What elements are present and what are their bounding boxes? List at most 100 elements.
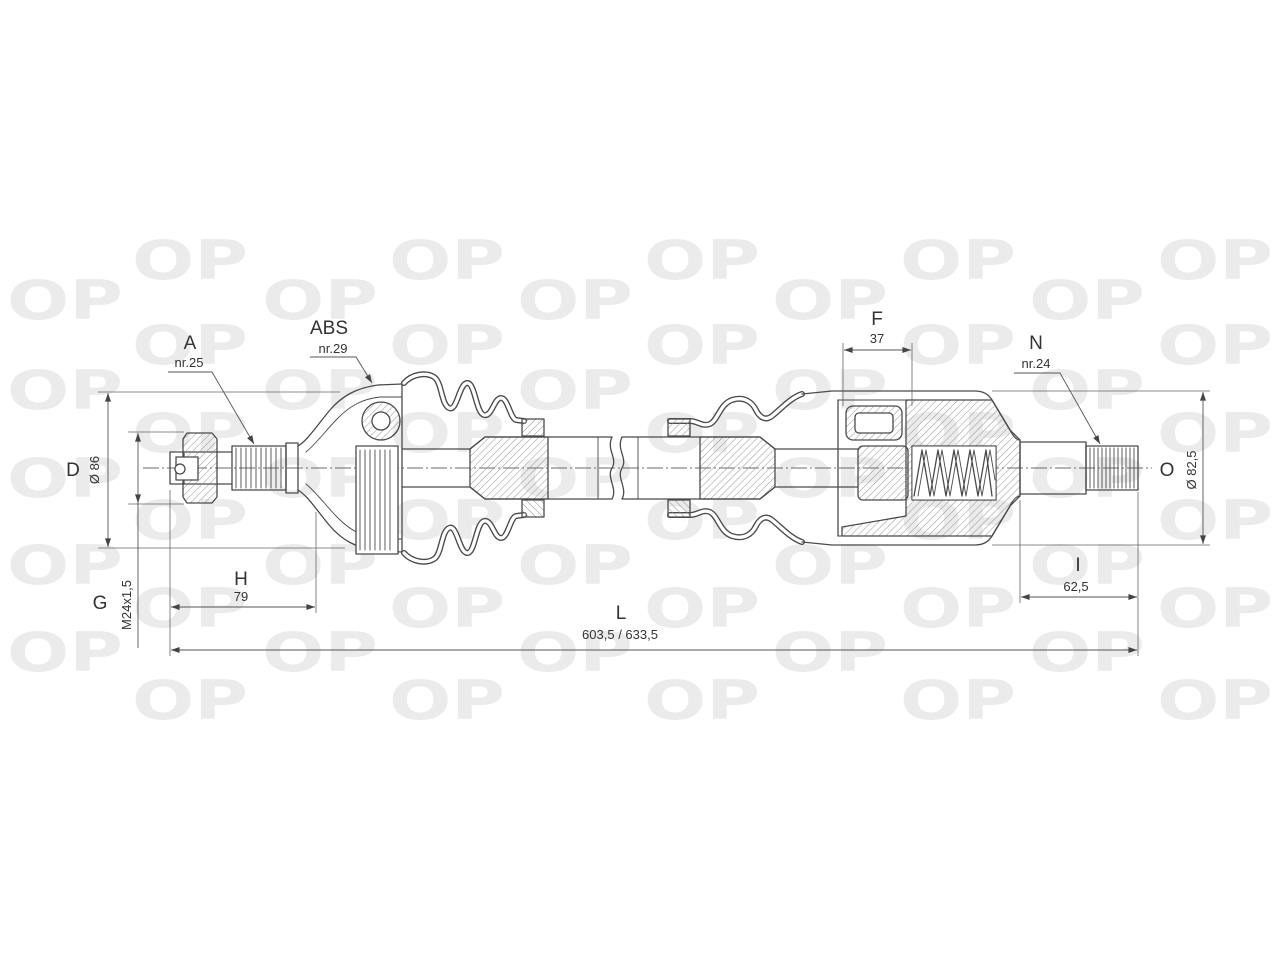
left-boot-clamp: [521, 418, 545, 437]
housing-outer-top: [297, 383, 403, 447]
watermark-op: OP: [517, 359, 633, 422]
dim-g-value: M24x1,5: [119, 580, 134, 630]
watermark-op: OP: [772, 534, 888, 597]
left-boot-profile-inner: [402, 372, 526, 423]
spring: [913, 449, 993, 497]
outer-spline-teeth: [235, 447, 282, 489]
watermark-op: OP: [389, 314, 505, 377]
callout-a-letter: A: [184, 333, 197, 354]
watermark-op: OP: [7, 359, 123, 422]
break-line-right: [619, 436, 625, 500]
watermark-op: OP: [1029, 534, 1145, 597]
watermark-op: OP: [900, 669, 1016, 732]
watermark-op: OP: [900, 229, 1016, 292]
watermark-op: OP: [132, 577, 248, 640]
right-shaft: [619, 436, 859, 500]
dim-f-value: 37: [870, 331, 884, 346]
watermark-op: OP: [1029, 621, 1145, 684]
dim-i-letter: I: [1075, 555, 1080, 576]
watermark-op: OP: [1029, 447, 1145, 510]
housing-inner-top: [305, 396, 403, 453]
callouts: A nr.25 ABS nr.29 N nr.24: [168, 318, 1101, 445]
left-shaft: [401, 436, 615, 500]
watermark-op: OP: [262, 621, 378, 684]
dim-f-letter: F: [871, 309, 883, 330]
callout-n-letter: N: [1029, 333, 1043, 354]
inner-stub: [1019, 441, 1139, 495]
watermark-op: OP: [517, 269, 633, 332]
watermark-op: OP: [517, 534, 633, 597]
left-boot-top: [401, 371, 545, 437]
watermark-op: OP: [7, 621, 123, 684]
tripod-spider: [857, 445, 909, 501]
watermark-op: OP: [1157, 577, 1273, 640]
callout-n-leader: [1014, 372, 1101, 445]
right-boot-top: [667, 391, 805, 437]
watermark-op: OP: [1157, 402, 1273, 465]
watermark-op: OP: [389, 229, 505, 292]
watermark-op: OP: [1157, 669, 1273, 732]
dim-d-value: Ø 86: [87, 456, 102, 484]
dimensions: D Ø 86 G M24x1,5 H 79 L 603,5 / 633,5 I …: [66, 309, 1210, 656]
watermark-op: OP: [772, 269, 888, 332]
dim-h-value: 79: [234, 589, 248, 604]
dim-f-extension-lines: [842, 343, 913, 406]
outer-collar: [285, 442, 299, 494]
watermark-op: OP: [262, 269, 378, 332]
callout-a-note: nr.25: [175, 355, 204, 370]
callout-abs-note: nr.29: [319, 341, 348, 356]
dim-o-extension-lines: [992, 390, 1210, 546]
watermark-op: OP: [644, 577, 760, 640]
dim-h-letter: H: [234, 569, 248, 590]
abs-tone-ring-teeth: [359, 449, 391, 551]
watermark-op: OP: [1157, 229, 1273, 292]
left-shaft-section: [469, 436, 549, 500]
dim-l-value: 603,5 / 633,5: [582, 627, 658, 642]
watermark-op: OP: [772, 621, 888, 684]
watermark-op: OP: [1029, 269, 1145, 332]
dim-d-extension-lines: [98, 391, 345, 549]
inner-spline-teeth: [1089, 447, 1135, 489]
watermark-op: OP: [1029, 359, 1145, 422]
outer-cv-housing-top: [297, 383, 403, 453]
watermark-op: OP: [644, 314, 760, 377]
spring-coil-back: [917, 449, 996, 497]
abs-tone-ring: [355, 445, 399, 555]
watermark-op: OP: [132, 669, 248, 732]
watermark-op: OP: [7, 534, 123, 597]
dim-l-letter: L: [616, 603, 627, 624]
cotter-pin: [174, 463, 186, 475]
watermark-op: OP: [1157, 489, 1273, 552]
outer-stub: [169, 432, 299, 504]
right-shaft-section: [699, 436, 776, 500]
inner-spline: [1085, 445, 1139, 491]
watermark-op: OP: [900, 314, 1016, 377]
watermark-op: OP: [900, 577, 1016, 640]
drive-shaft: [143, 371, 1152, 561]
left-shaft-outline: [401, 436, 613, 500]
watermark-op: OP: [132, 314, 248, 377]
callout-abs-leader: [310, 356, 373, 384]
watermark-op: OP: [389, 669, 505, 732]
dim-o-letter: O: [1160, 460, 1175, 481]
dim-i-value: 62,5: [1063, 579, 1088, 594]
dim-o-value: Ø 82,5: [1184, 450, 1199, 489]
dim-d-letter: D: [66, 460, 80, 481]
tripod-roller-bore: [854, 412, 894, 434]
callout-a-leader: [168, 371, 255, 445]
callout-abs-letter: ABS: [310, 318, 348, 339]
right-boot-clamp: [667, 418, 691, 437]
right-boot-profile-inner: [668, 392, 804, 427]
callout-n-note: nr.24: [1022, 356, 1051, 371]
watermark-op: OP: [132, 229, 248, 292]
watermark-op: OP: [7, 447, 123, 510]
cv-ball-core: [371, 411, 391, 431]
watermark-op: OP: [262, 359, 378, 422]
watermark-op: OP: [7, 269, 123, 332]
dim-g-letter: G: [93, 593, 108, 614]
break-line-left: [609, 436, 615, 500]
inner-joint-internals: [837, 399, 1021, 537]
watermark-op: OP: [1157, 314, 1273, 377]
cv-internals: [355, 401, 401, 555]
